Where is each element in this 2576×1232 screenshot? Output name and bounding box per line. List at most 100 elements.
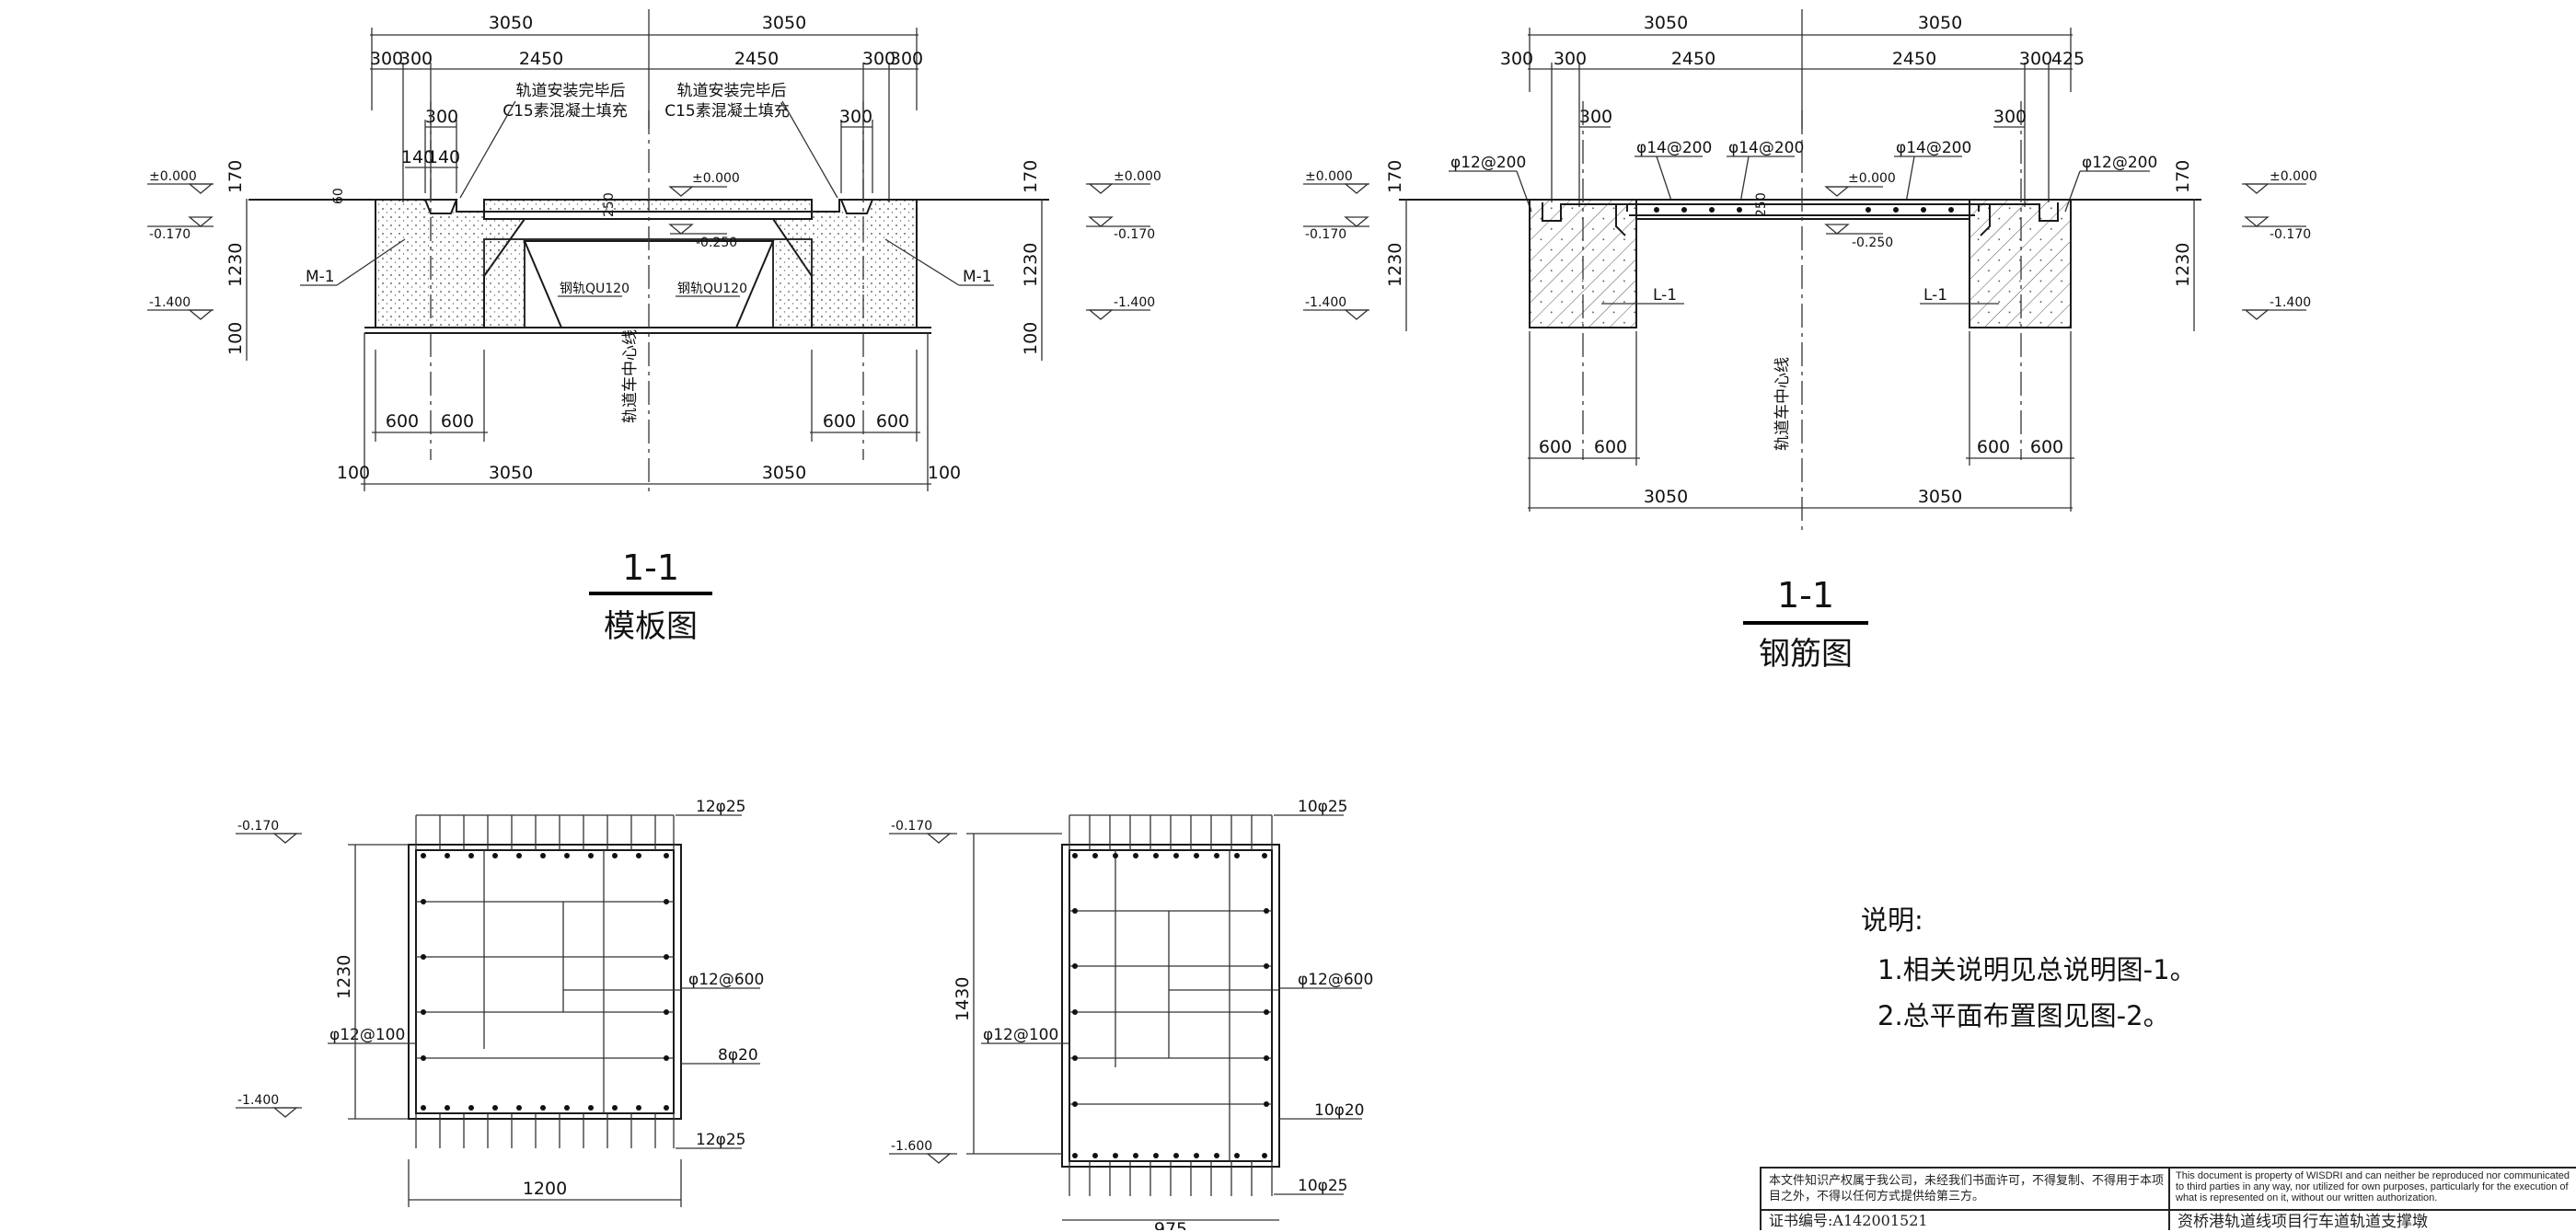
rebar-level-0250-center: -0.250 — [1852, 236, 1893, 250]
dim-3050-bottom-left: 3050 — [489, 463, 533, 483]
title-block-left: 本文件知识产权属于我公司，未经我们书面许可，不得复制、不得用于本项目之外，不得以… — [1762, 1169, 2170, 1230]
m1-label-right: M-1 — [963, 268, 992, 286]
s1-dim-1230: 1230 — [334, 955, 354, 999]
fill-note-left-1: 轨道安装完毕后 — [516, 82, 626, 100]
beam-section-1430: 10φ25 φ12@600 10φ20 10φ25 φ12@100 1430 9… — [889, 798, 1373, 1230]
dim-300-b: 300 — [399, 49, 433, 69]
dim-1230-left: 1230 — [225, 243, 246, 287]
s1-bar-12-25-top: 12φ25 — [696, 798, 745, 816]
copyright-notice-cn: 本文件知识产权属于我公司，未经我们书面许可，不得复制、不得用于本项目之外，不得以… — [1769, 1174, 2165, 1203]
rebar-dim-600-c: 600 — [1977, 437, 2010, 457]
bar-12-200-left: φ12@200 — [1450, 154, 1526, 172]
s2-level-1600: -1.600 — [891, 1139, 932, 1154]
rebar-dim-3050-left: 3050 — [1644, 13, 1688, 33]
l1-label-left: L-1 — [1653, 286, 1677, 305]
rebar-dim-1230-right: 1230 — [2173, 243, 2193, 287]
notes-heading: 说明: — [1861, 904, 1923, 936]
s1-level-0170: -0.170 — [237, 819, 279, 834]
s2-level-0170: -0.170 — [891, 819, 932, 834]
centerline-label-formwork: 轨道车中心线 — [621, 329, 640, 423]
level-0170-left: -0.170 — [149, 227, 191, 242]
dim-top-3050-left: 3050 — [489, 13, 533, 33]
rebar-dim-2450-right: 2450 — [1892, 49, 1936, 69]
groove-label-left: 钢轨QU120 — [560, 282, 630, 296]
s1-bar-12-100: φ12@100 — [329, 1026, 405, 1044]
rebar-dim-300-b: 300 — [1554, 49, 1587, 69]
rebar-dim-3050-bottom-left: 3050 — [1644, 487, 1688, 507]
l1-label-right: L-1 — [1923, 286, 1947, 305]
rebar-dim-600-a: 600 — [1539, 437, 1572, 457]
rebar-level-1400-right: -1.400 — [2270, 295, 2311, 310]
title-block: 本文件知识产权属于我公司，未经我们书面许可，不得复制、不得用于本项目之外，不得以… — [1760, 1167, 2576, 1231]
bar-14-200-a: φ14@200 — [1636, 139, 1712, 157]
groove-label-right: 钢轨QU120 — [677, 282, 747, 296]
rebar-level-zero-right: ±0.000 — [2270, 169, 2317, 184]
level-0250-center: -0.250 — [696, 236, 737, 250]
dim-600-fd: 600 — [876, 411, 909, 432]
s2-bar-10-25-bottom: 10φ25 — [1298, 1177, 1347, 1195]
rebar-dim-3050-right: 3050 — [1918, 13, 1962, 33]
rebar-dim-170-left: 170 — [1385, 160, 1405, 193]
dim-100-bottom-left: 100 — [337, 463, 370, 483]
dim-top-3050-right: 3050 — [762, 13, 806, 33]
dim-600-fc: 600 — [823, 411, 856, 432]
notes: 说明: 1.相关说明见总说明图-1。 2.总平面布置图见图-2。 — [1861, 904, 2197, 1031]
s1-bar-12-25-bottom: 12φ25 — [696, 1131, 745, 1149]
rebar-dim-1230-left: 1230 — [1385, 243, 1405, 287]
rebar-dim-600-d: 600 — [2030, 437, 2063, 457]
fill-note-right-2: C15素混凝土填充 — [664, 102, 790, 121]
dim-100-bottom-right: 100 — [928, 463, 961, 483]
rebar-level-0170-right: -0.170 — [2270, 227, 2311, 242]
s2-bar-12-100: φ12@100 — [983, 1026, 1058, 1044]
dim-300-a: 300 — [370, 49, 403, 69]
bar-14-200-b: φ14@200 — [1728, 139, 1804, 157]
formwork-view: 3050 3050 300 300 2450 2450 300 300 轨道安装… — [147, 9, 1161, 645]
dim-groove-300-left: 300 — [425, 107, 458, 127]
s1-level-1400: -1.400 — [237, 1093, 279, 1108]
s2-bar-10-25-top: 10φ25 — [1298, 798, 1347, 816]
s2-dim-1430: 1430 — [953, 977, 973, 1021]
dim-170-right: 170 — [1021, 160, 1041, 193]
rebar-dim-300-a: 300 — [1500, 49, 1533, 69]
dim-600-fb: 600 — [441, 411, 474, 432]
level-zero-right: ±0.000 — [1114, 169, 1161, 184]
formwork-view-name: 模板图 — [604, 608, 698, 645]
dim-300-c: 300 — [862, 49, 895, 69]
fill-note-right-1: 轨道安装完毕后 — [677, 82, 787, 100]
rebar-level-zero-center: ±0.000 — [1848, 171, 1896, 186]
notes-item-1: 1.相关说明见总说明图-1。 — [1877, 954, 2197, 985]
level-zero-center: ±0.000 — [692, 171, 740, 186]
dim-250-formwork: 250 — [602, 192, 617, 217]
dim-250-rebar: 250 — [1754, 192, 1769, 217]
m1-label-left: M-1 — [306, 268, 335, 286]
formwork-view-number: 1-1 — [622, 547, 679, 588]
rebar-level-0170-left: -0.170 — [1305, 227, 1346, 242]
dim-140-a: 140 — [401, 147, 434, 167]
certificate-number: 证书编号:A142001521 — [1762, 1209, 2168, 1232]
s2-bar-10-20: 10φ20 — [1314, 1101, 1364, 1120]
s1-dim-1200: 1200 — [523, 1179, 567, 1199]
dim-100-right: 100 — [1021, 322, 1041, 355]
level-1400-left: -1.400 — [149, 295, 191, 310]
dim-1230-right: 1230 — [1021, 243, 1041, 287]
rebar-dim-3050-bottom-right: 3050 — [1918, 487, 1962, 507]
rebar-dim-170-right: 170 — [2173, 160, 2193, 193]
bar-14-200-c: φ14@200 — [1896, 139, 1971, 157]
s2-dim-975: 975 — [1154, 1219, 1187, 1230]
rebar-view-name: 钢筋图 — [1759, 636, 1853, 673]
beam-section-1230: 12φ25 φ12@600 8φ20 12φ25 φ12@100 1230 12… — [236, 798, 764, 1207]
fill-note-left-2: C15素混凝土填充 — [502, 102, 628, 121]
rebar-dim-300-c: 300 — [2019, 49, 2052, 69]
rebar-dim-600-b: 600 — [1594, 437, 1627, 457]
rebar-level-zero-left: ±0.000 — [1305, 169, 1353, 184]
dim-100-left: 100 — [225, 322, 246, 355]
s1-bar-8-20: 8φ20 — [718, 1046, 758, 1065]
centerline-label-rebar: 轨道车中心线 — [1773, 357, 1792, 451]
notes-item-2: 2.总平面布置图见图-2。 — [1877, 1000, 2170, 1031]
level-1400-right: -1.400 — [1114, 295, 1155, 310]
dim-60: 60 — [331, 188, 346, 204]
rebar-level-1400-left: -1.400 — [1305, 295, 1346, 310]
rebar-view-number: 1-1 — [1777, 575, 1834, 616]
s1-bar-12-600: φ12@600 — [688, 971, 764, 989]
